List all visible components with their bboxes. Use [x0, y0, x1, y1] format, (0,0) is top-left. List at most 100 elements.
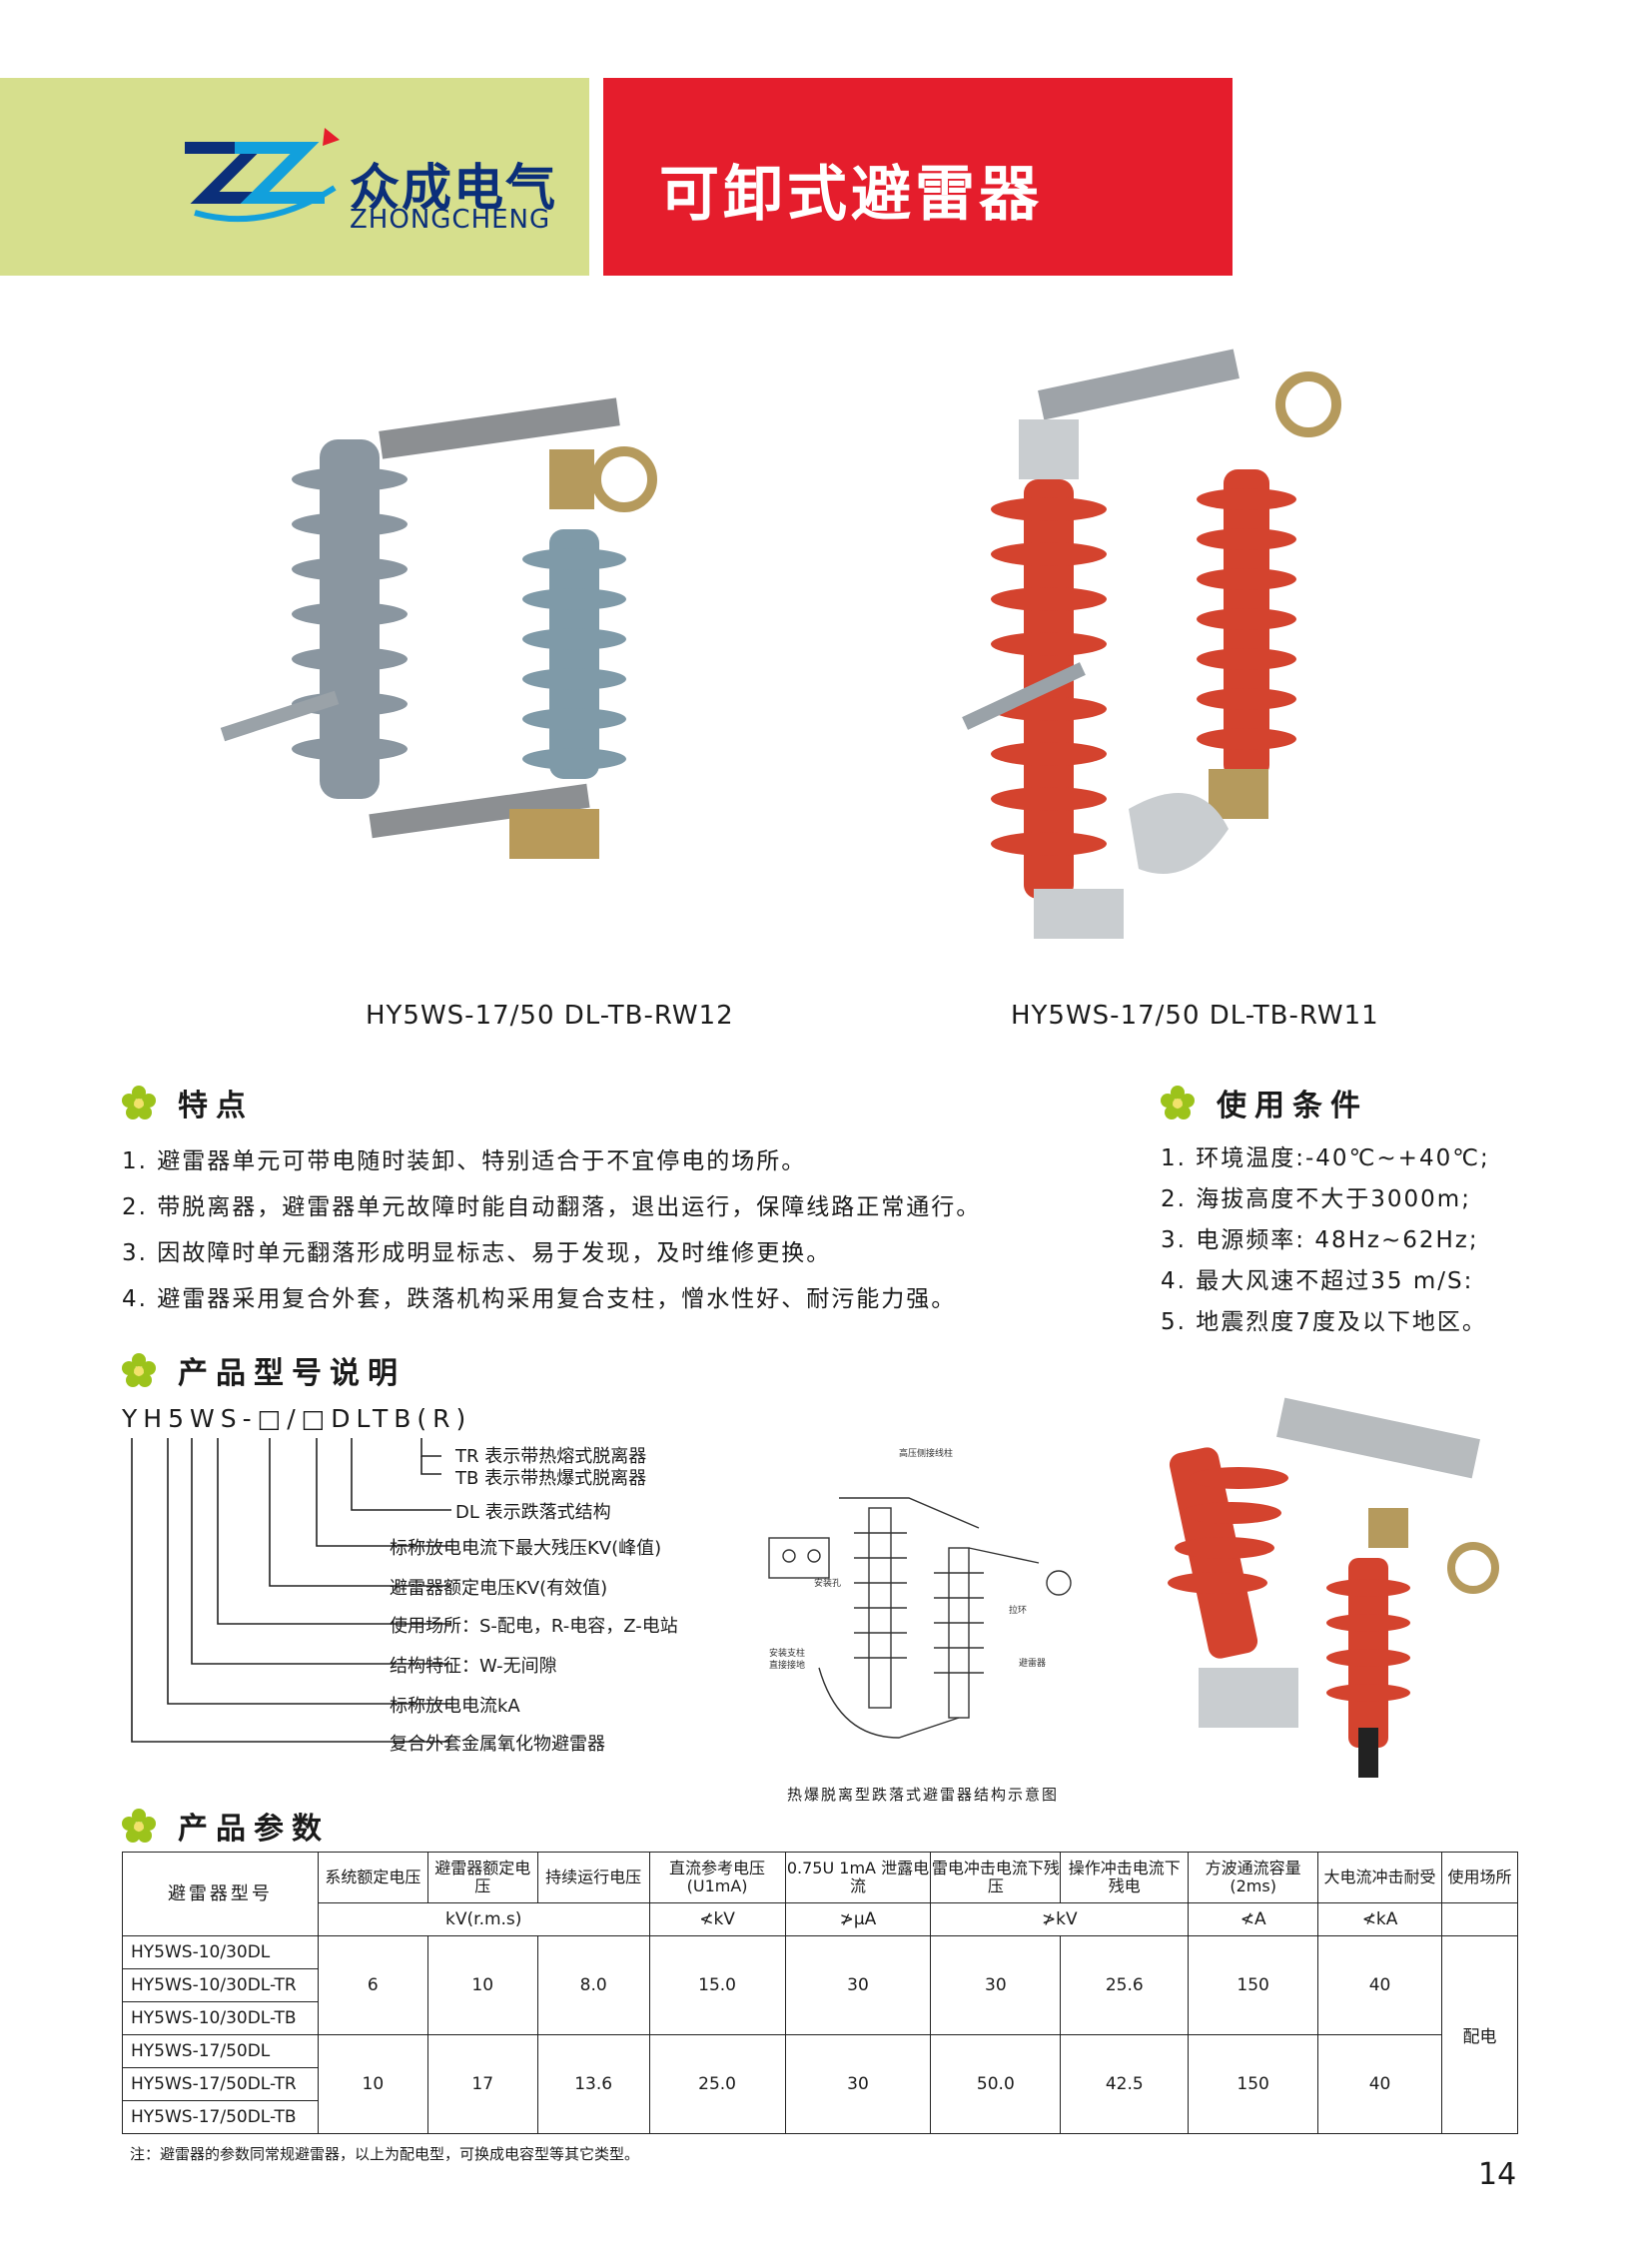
table-header-row: 避雷器型号 系统额定电压 避雷器额定电压 持续运行电压 直流参考电压(U1mA)… [122, 1852, 1518, 1936]
table-row: HY5WS-10/30DL-TB [122, 2001, 1518, 2035]
condition-item: 5. 地震烈度7度及以下地区。 [1161, 1309, 1487, 1335]
diagram-label: 避雷器 [1019, 1657, 1046, 1669]
th-switching-residual: 操作冲击电流下残电 [1060, 1852, 1190, 1903]
conditions-heading: 使用条件 [1161, 1081, 1368, 1124]
conditions-list: 1. 环境温度:-40℃~+40℃; 2. 海拔高度不大于3000m; 3. 电… [1161, 1138, 1490, 1343]
model-line-tr: TR 表示带热熔式脱离器 [455, 1446, 647, 1467]
model-code: YH5WS-□/□DLTB(R) [122, 1404, 472, 1433]
value-cell: 25.0 [648, 2034, 786, 2134]
flower-bullet-icon [122, 1086, 156, 1120]
condition-item: 2. 海拔高度不大于3000m; [1161, 1186, 1471, 1212]
th-square-wave: 方波通流容量(2ms) [1188, 1852, 1319, 1903]
value-cell: 10 [317, 2034, 428, 2134]
value-cell: 15.0 [648, 1935, 786, 2035]
value-cell: 30 [930, 1935, 1062, 2035]
params-table: 避雷器型号 系统额定电压 避雷器额定电压 持续运行电压 直流参考电压(U1mA)… [122, 1852, 1518, 2134]
table-row: HY5WS-17/50DL 10 17 13.6 25.0 30 50.0 42… [122, 2034, 1518, 2134]
model-desc-heading: 产品型号说明 [122, 1348, 406, 1392]
params-heading: 产品参数 [122, 1804, 330, 1848]
header-title-panel [603, 78, 1233, 276]
product-photo-rw11 [962, 349, 1341, 939]
product-caption-rw12: HY5WS-17/50 DL-TB-RW12 [366, 1001, 734, 1031]
model-code-bracket-lines [131, 1438, 451, 1743]
usage-cell: 配电 [1441, 1935, 1518, 2134]
diagram-label: 安装支柱 [769, 1647, 805, 1659]
th-lightning-residual: 雷电冲击电流下残压 [930, 1852, 1062, 1903]
model-cell: HY5WS-17/50DL-TR [122, 2067, 319, 2101]
condition-item: 4. 最大风速不超过35 m/S: [1161, 1268, 1474, 1294]
th-system-voltage: 系统额定电压 [317, 1852, 428, 1903]
model-cell: HY5WS-17/50DL [122, 2034, 319, 2068]
value-cell: 30 [784, 2034, 932, 2134]
unit-kv-max: ≯kV [930, 1902, 1190, 1936]
value-cell: 150 [1188, 2034, 1319, 2134]
model-line-current: 标称放电电流kA [390, 1696, 520, 1717]
zhongcheng-logo [185, 128, 340, 223]
value-cell: 8.0 [536, 1935, 650, 2035]
model-line-dl: DL 表示跌落式结构 [455, 1502, 611, 1523]
feature-item: 2. 带脱离器，避雷器单元故障时能自动翻落，退出运行，保障线路正常通行。 [122, 1194, 982, 1220]
th-high-current: 大电流冲击耐受 [1317, 1852, 1442, 1903]
unit-kv-min: ≮kV [648, 1902, 786, 1936]
condition-item: 1. 环境温度:-40℃~+40℃; [1161, 1145, 1490, 1171]
model-line-usage: 使用场所：S-配电，R-电容，Z-电站 [390, 1616, 678, 1637]
diagram-label: 高压侧接线柱 [899, 1447, 953, 1459]
diagram-label: 拉环 [1009, 1604, 1027, 1616]
th-dc-reference: 直流参考电压(U1mA) [648, 1852, 786, 1903]
value-cell: 50.0 [930, 2034, 1062, 2134]
th-leakage-current: 0.75U 1mA 泄露电流 [784, 1852, 932, 1903]
condition-item: 3. 电源频率: 48Hz~62Hz; [1161, 1227, 1479, 1253]
table-row: HY5WS-10/30DL 6 10 8.0 15.0 30 30 25.6 1… [122, 1935, 1518, 2134]
th-rated-voltage: 避雷器额定电压 [426, 1852, 538, 1903]
params-heading-text: 产品参数 [178, 1812, 330, 1847]
page-title: 可卸式避雷器 [659, 160, 1043, 230]
features-list: 1. 避雷器单元可带电随时装卸、特别适合于不宜停电的场所。 2. 带脱离器，避雷… [122, 1138, 981, 1322]
diagram-label: 直接接地 [769, 1659, 805, 1671]
structure-diagram: 高压侧接线柱 安装孔 拉环 安装支柱 直接接地 避雷器 [768, 1447, 1072, 1739]
flower-bullet-icon [1161, 1086, 1195, 1120]
th-continuous-voltage: 持续运行电压 [536, 1852, 650, 1903]
th-model: 避雷器型号 [122, 1852, 319, 1936]
value-cell: 30 [784, 1935, 932, 2035]
brand-name-cn: 众成电气 [350, 159, 557, 217]
unit-ka-min: ≮kA [1317, 1902, 1442, 1936]
page-number: 14 [1478, 2157, 1517, 2192]
feature-item: 4. 避雷器采用复合外套，跌落机构采用复合支柱，憎水性好、耐污能力强。 [122, 1286, 957, 1312]
flower-bullet-icon [122, 1809, 156, 1843]
features-heading: 特点 [122, 1081, 254, 1124]
model-cell: HY5WS-17/50DL-TB [122, 2100, 319, 2134]
model-line-composite: 复合外套金属氧化物避雷器 [390, 1734, 605, 1755]
value-cell: 13.6 [536, 2034, 650, 2134]
unit-ua-max: ≯μA [784, 1902, 932, 1936]
product-photo-rw12 [220, 397, 657, 859]
brand-name-en: ZHONGCHENG [350, 205, 551, 235]
model-cell: HY5WS-10/30DL-TB [122, 2001, 319, 2035]
model-desc-heading-text: 产品型号说明 [178, 1356, 406, 1391]
value-cell: 40 [1317, 2034, 1442, 2134]
flower-bullet-icon [122, 1353, 156, 1387]
conditions-heading-text: 使用条件 [1217, 1089, 1368, 1123]
model-line-structure: 结构特征：W-无间隙 [390, 1656, 557, 1677]
diagram-caption: 热爆脱离型跌落式避雷器结构示意图 [787, 1786, 1060, 1804]
table-row: HY5WS-17/50DL-TB [122, 2100, 1518, 2134]
table-units-row: kV(r.m.s) ≮kV ≯μA ≯kV ≮A ≮kA [123, 1902, 1518, 1936]
diagram-label: 安装孔 [814, 1577, 841, 1589]
model-line-tb: TB 表示带热爆式脱离器 [455, 1468, 647, 1489]
value-cell: 17 [426, 2034, 538, 2134]
unit-kv-rms: kV(r.m.s) [317, 1902, 650, 1936]
table-note: 注：避雷器的参数同常规避雷器，以上为配电型，可换成电容型等其它类型。 [130, 2145, 640, 2163]
value-cell: 150 [1188, 1935, 1319, 2035]
product-caption-rw11: HY5WS-17/50 DL-TB-RW11 [1011, 1001, 1379, 1031]
header-brand-panel [0, 78, 589, 276]
model-line-rated: 避雷器额定电压KV(有效值) [390, 1578, 608, 1599]
model-line-residual: 标称放电电流下最大残压KV(峰值) [390, 1538, 662, 1559]
feature-item: 1. 避雷器单元可带电随时装卸、特别适合于不宜停电的场所。 [122, 1148, 807, 1174]
value-cell: 10 [426, 1935, 538, 2035]
product-photo-installed [1168, 1397, 1499, 1778]
unit-a-min: ≮A [1188, 1902, 1319, 1936]
value-cell: 40 [1317, 1935, 1442, 2035]
value-cell: 6 [317, 1935, 428, 2035]
value-cell: 42.5 [1060, 2034, 1190, 2134]
table-row: HY5WS-17/50DL-TR [122, 2067, 1518, 2101]
th-usage: 使用场所 [1441, 1852, 1518, 1903]
